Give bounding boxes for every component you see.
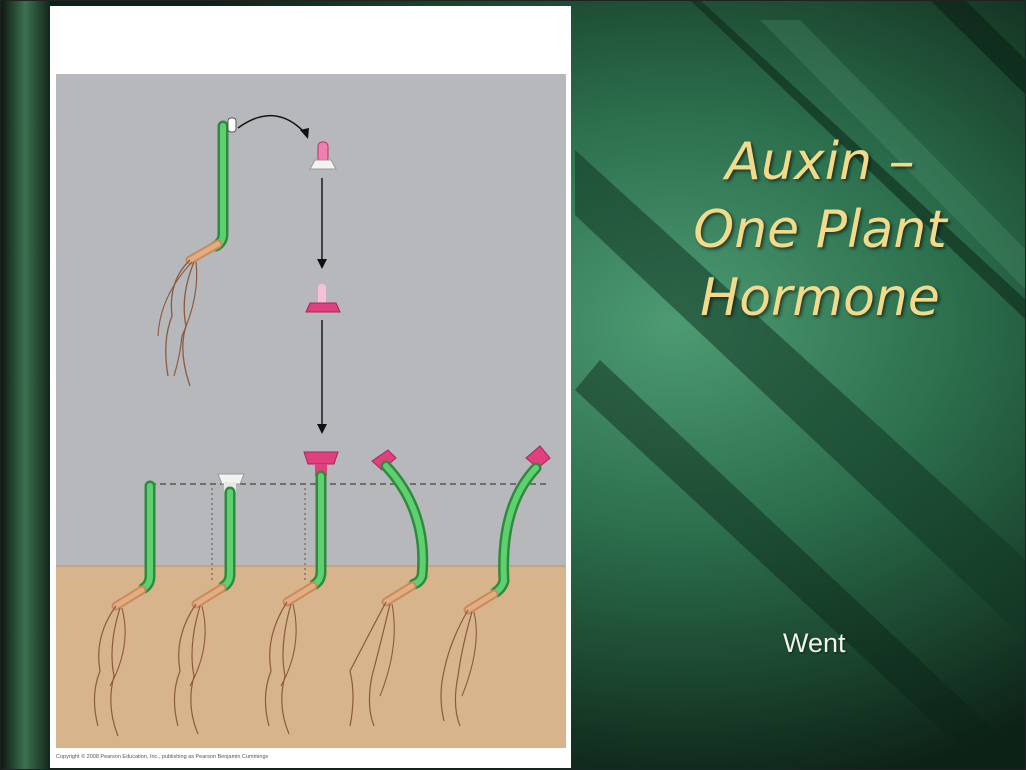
slide-title: Auxin – One Plant Hormone [640, 128, 1000, 332]
title-line: Auxin – [640, 128, 1000, 196]
figure-panel: Copyright © 2008 Pearson Education, Inc.… [50, 6, 571, 768]
title-line: One Plant [640, 196, 1000, 264]
figure-background [56, 74, 566, 568]
title-line: Hormone [640, 264, 1000, 332]
oat-coleoptile-auxin-experiment-illustration [50, 6, 571, 768]
copyright-notice: Copyright © 2008 Pearson Education, Inc.… [56, 754, 556, 760]
slide-subtext: Went [783, 628, 846, 659]
